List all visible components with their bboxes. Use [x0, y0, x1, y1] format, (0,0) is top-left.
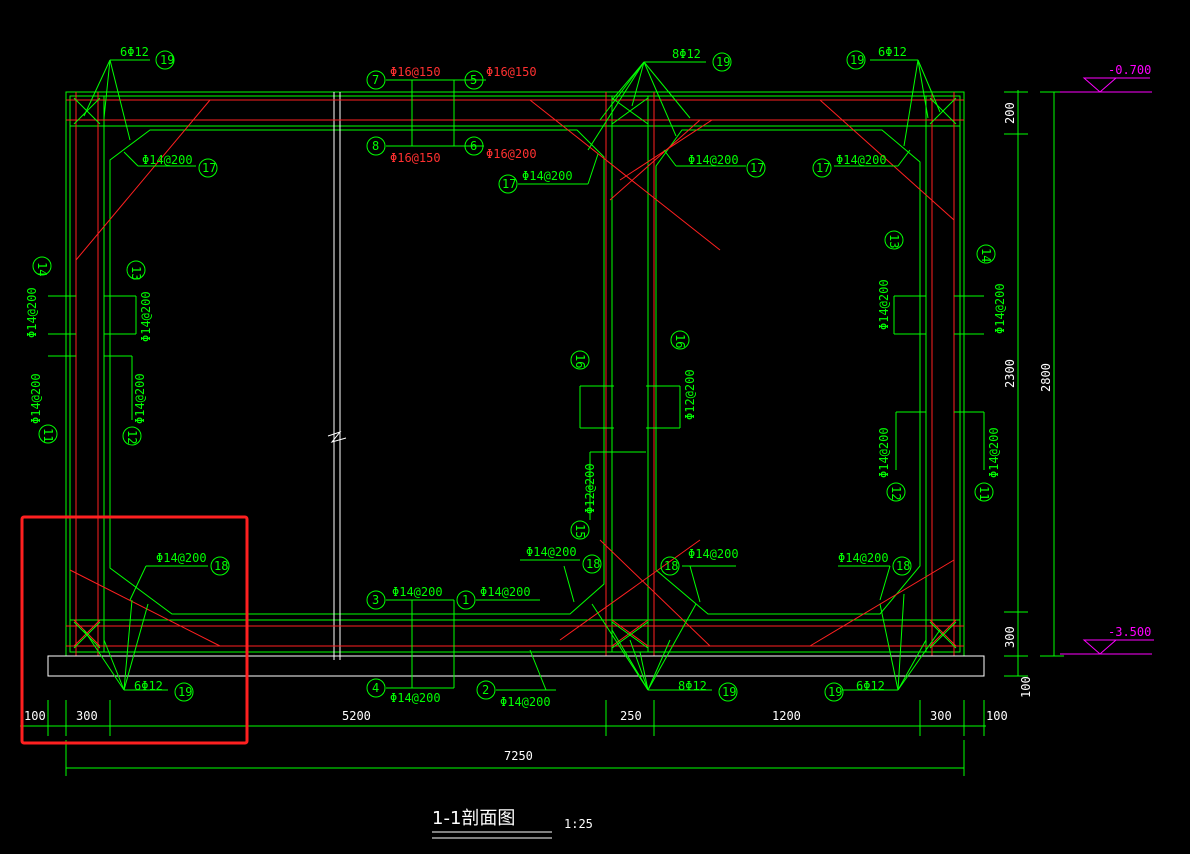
dimensions-bottom: 100 300 5200 250 1200 300 100 7250	[20, 700, 1008, 776]
dimensions-right: 200 2300 300 100 2800	[1003, 90, 1064, 698]
callout-num: 12	[125, 430, 139, 444]
callout-text: Φ12@200	[683, 369, 697, 420]
callout-num: 17	[502, 177, 516, 191]
callout-num: 16	[573, 354, 587, 368]
callout-num: 19	[178, 685, 192, 699]
callout-text: Φ14@200	[500, 695, 551, 709]
callout-text: Φ12@200	[583, 463, 597, 514]
callout-num: 18	[586, 557, 600, 571]
elevation-marks: -0.700 -3.500	[1060, 63, 1154, 655]
callout-text: 6Φ12	[878, 45, 907, 59]
dim-label: 1200	[772, 709, 801, 723]
callout-num: 14	[979, 248, 993, 262]
callout-text: Φ14@200	[877, 427, 891, 478]
drawing-scale: 1:25	[564, 817, 593, 831]
callout-num: 19	[716, 55, 730, 69]
callout-text: Φ14@200	[25, 287, 39, 338]
callout-num: 3	[372, 593, 379, 607]
callout-num: 17	[750, 161, 764, 175]
dim-label: 300	[930, 709, 952, 723]
callout-text: 6Φ12	[120, 45, 149, 59]
callout-text: 8Φ12	[678, 679, 707, 693]
dim-label: 2300	[1003, 359, 1017, 388]
callout-text: Φ14@200	[688, 153, 739, 167]
callout-num: 8	[372, 139, 379, 153]
callout-text: 8Φ12	[672, 47, 701, 61]
dim-label: 100	[1019, 676, 1033, 698]
callout-num: 13	[887, 234, 901, 248]
callout-num: 13	[129, 266, 143, 280]
callout-text: Φ14@200	[522, 169, 573, 183]
callout-num: 19	[722, 685, 736, 699]
callout-num: 19	[850, 53, 864, 67]
dim-label: 200	[1003, 102, 1017, 124]
callout-text: Φ14@200	[836, 153, 887, 167]
callout-text: Φ14@200	[29, 373, 43, 424]
dim-label: 300	[76, 709, 98, 723]
highlight-box	[20, 515, 249, 745]
callout-text: Φ16@150	[486, 65, 537, 79]
leader-lines	[48, 59, 985, 691]
drawing-title: 1-1剖面图	[432, 808, 515, 829]
callout-num: 17	[816, 161, 830, 175]
callout-num: 12	[889, 486, 903, 500]
callout-num: 11	[977, 486, 991, 500]
callout-num: 15	[573, 524, 587, 538]
callout-num: 16	[673, 334, 687, 348]
callout-text: Φ14@200	[526, 545, 577, 559]
callout-text: 6Φ12	[134, 679, 163, 693]
rebar-red	[66, 92, 964, 656]
callout-text: Φ14@200	[392, 585, 443, 599]
drawing-title-block: 1-1剖面图 1:25	[432, 808, 593, 839]
dim-label: 5200	[342, 709, 371, 723]
callout-num: 19	[828, 685, 842, 699]
callout-text: Φ14@200	[156, 551, 207, 565]
callout-num: 7	[372, 73, 379, 87]
dim-label: 300	[1003, 626, 1017, 648]
dim-label: 100	[986, 709, 1008, 723]
callout-num: 6	[470, 139, 477, 153]
callout-num: 18	[214, 559, 228, 573]
callout-text: Φ14@200	[877, 279, 891, 330]
callout-text: 6Φ12	[856, 679, 885, 693]
callout-text: Φ16@150	[390, 65, 441, 79]
callout-num: 1	[462, 593, 469, 607]
callout-num: 14	[35, 262, 49, 276]
callout-text: Φ14@200	[390, 691, 441, 705]
callout-text: Φ14@200	[480, 585, 531, 599]
elevation-top: -0.700	[1108, 63, 1151, 77]
dim-total-label: 2800	[1039, 363, 1053, 392]
callout-text: Φ16@200	[486, 147, 537, 161]
callout-text: Φ14@200	[993, 283, 1007, 334]
callouts: 19 6Φ12 19 8Φ12 19 6Φ12 7 Φ16@150 5 Φ16@…	[25, 45, 1007, 709]
callout-num: 18	[664, 559, 678, 573]
callout-num: 11	[41, 428, 55, 442]
callout-num: 19	[160, 53, 174, 67]
dim-label: 100	[24, 709, 46, 723]
callout-text: Φ16@150	[390, 151, 441, 165]
callout-num: 17	[202, 161, 216, 175]
callout-text: Φ14@200	[133, 373, 147, 424]
callout-text: Φ14@200	[688, 547, 739, 561]
elevation-bottom: -3.500	[1108, 625, 1151, 639]
callout-num: 18	[896, 559, 910, 573]
callout-text: Φ14@200	[142, 153, 193, 167]
callout-num: 2	[482, 683, 489, 697]
callout-num: 4	[372, 681, 379, 695]
base-slab	[47, 655, 985, 677]
callout-text: Φ14@200	[987, 427, 1001, 478]
callout-num: 5	[470, 73, 477, 87]
dim-total-label: 7250	[504, 749, 533, 763]
callout-text: Φ14@200	[838, 551, 889, 565]
dim-label: 250	[620, 709, 642, 723]
callout-text: Φ14@200	[139, 291, 153, 342]
